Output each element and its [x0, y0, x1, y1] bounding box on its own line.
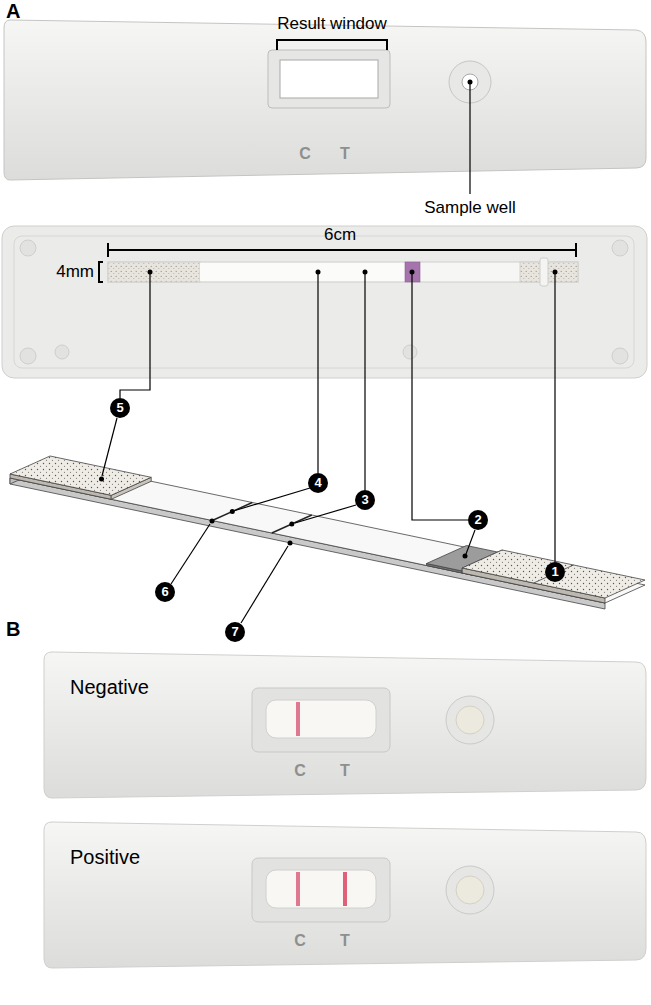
callout-number: 3: [361, 493, 368, 508]
result-window: [266, 870, 376, 908]
test-line: [343, 872, 347, 906]
part-label: Sample well: [424, 198, 516, 218]
window-recess: [252, 688, 390, 752]
sample-well-rim: [446, 696, 494, 744]
callout-number: 6: [161, 585, 168, 600]
leader-line: [412, 274, 468, 520]
callout-number: 1: [551, 565, 558, 580]
cassette-positive: [44, 822, 646, 968]
leader-dot: [148, 270, 153, 275]
leader-line: [364, 274, 365, 490]
cassette-marking: C: [294, 762, 306, 780]
sample-pad: [520, 262, 578, 282]
cassette-frame: [14, 236, 634, 368]
leader-line: [102, 418, 117, 476]
callout-circle: [110, 398, 130, 418]
screw-post: [20, 348, 36, 364]
panel-letter: B: [6, 618, 20, 641]
leader-dot: [468, 80, 473, 85]
leader-dot: [553, 270, 558, 275]
control-line: [296, 872, 300, 906]
screw-post: [612, 240, 628, 256]
leader-dot: [363, 270, 368, 275]
sample-well-hole: [456, 706, 484, 734]
screw-post: [20, 240, 36, 256]
leader-dot: [316, 270, 321, 275]
leader-dot: [410, 270, 415, 275]
absorbent-pad-top: [10, 456, 151, 495]
cassette-marking: T: [340, 145, 350, 163]
callout-circle: [225, 622, 245, 642]
cassette-negative: [44, 652, 646, 798]
leader-dot: [463, 554, 468, 559]
sample-well-rim: [446, 866, 494, 914]
dimension-bracket: [99, 262, 103, 282]
leader-dot: [230, 509, 235, 514]
part-label: Result window: [277, 14, 387, 34]
leader-line: [235, 488, 310, 511]
window-recess: [252, 858, 390, 922]
dimension-tick: [107, 243, 109, 257]
leader-line: [171, 524, 210, 584]
leader-dot: [289, 522, 294, 527]
control-line: [212, 503, 252, 521]
dimension-line: [108, 249, 576, 251]
window-bracket: [277, 40, 387, 50]
leader-line: [241, 546, 288, 623]
leader-dot: [99, 477, 104, 482]
panel-letter: A: [6, 0, 20, 23]
absorbent-pad: [108, 262, 200, 282]
cassette-back: [2, 226, 647, 378]
strip-backing: [108, 262, 578, 282]
result-label: Positive: [70, 846, 140, 869]
backing-card-front: [10, 478, 605, 609]
window-recess: [268, 50, 390, 108]
callout-number: 2: [474, 513, 481, 528]
control-line: [296, 702, 300, 736]
result-window: [280, 60, 378, 98]
leader-dot: [210, 519, 215, 524]
screw-post: [612, 348, 628, 364]
callout-number: 4: [314, 476, 321, 491]
leader-line: [317, 274, 318, 473]
cassette-marking: T: [340, 932, 350, 950]
dimension-label: 6cm: [324, 225, 356, 245]
test-line: [272, 515, 312, 533]
callout-circle: [468, 510, 488, 530]
cassette-marking: C: [294, 932, 306, 950]
callout-circle: [545, 562, 565, 582]
cassette-top: [4, 20, 646, 180]
sample-pad-top: [462, 550, 645, 598]
result-window: [266, 700, 376, 738]
screw-post: [55, 345, 69, 359]
cassette-marking: C: [299, 145, 311, 163]
leader-line: [120, 274, 150, 398]
leader-line: [469, 84, 470, 194]
dimension-tick: [575, 243, 577, 257]
callout-circle: [155, 582, 175, 602]
sample-well-hole: [456, 876, 484, 904]
leader-dot: [288, 541, 293, 546]
cassette-marking: T: [340, 762, 350, 780]
callout-circle: [355, 490, 375, 510]
result-label: Negative: [70, 676, 149, 699]
leader-line: [295, 505, 356, 523]
membrane: [200, 263, 405, 281]
callout-number: 7: [231, 625, 238, 640]
callout-number: 5: [116, 401, 123, 416]
leader-line: [466, 530, 475, 554]
callout-circle: [308, 473, 328, 493]
strip-clip: [540, 258, 548, 286]
screw-post: [403, 345, 417, 359]
leader-line: [554, 274, 555, 562]
dimension-label: 4mm: [56, 262, 94, 282]
